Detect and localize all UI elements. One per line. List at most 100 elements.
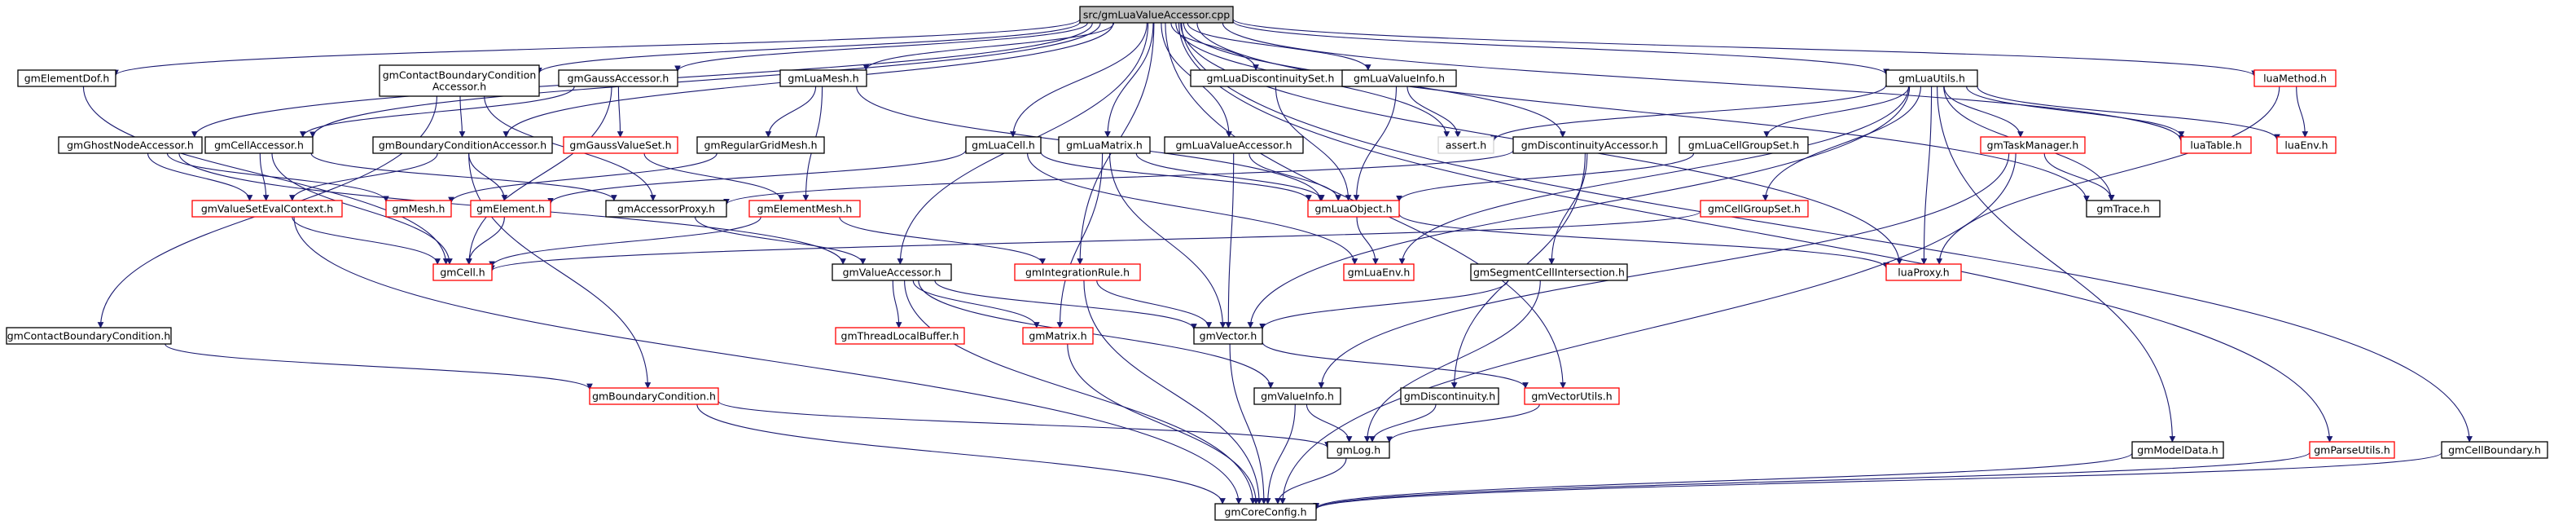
node-matrix[interactable]: gmMatrix.h [1022, 327, 1094, 345]
node-ghostNode[interactable]: gmGhostNodeAccessor.h [58, 136, 203, 154]
node-trace[interactable]: gmTrace.h [2086, 200, 2161, 218]
node-elementDof[interactable]: gmElementDof.h [17, 69, 116, 87]
node-label-luaValueInfo: gmLuaValueInfo.h [1354, 73, 1445, 85]
node-cellGroupSet[interactable]: gmCellGroupSet.h [1700, 200, 1809, 218]
edge-root-to-contactBCAcc [536, 21, 1081, 74]
node-luaDiscSet[interactable]: gmLuaDiscontinuitySet.h [1190, 69, 1351, 87]
node-elementMesh[interactable]: gmElementMesh.h [748, 200, 861, 218]
edge-segCell-to-log [1363, 280, 1541, 443]
node-luaProxy[interactable]: luaProxy.h [1885, 263, 1962, 281]
edge-root-to-luaCell [1009, 22, 1148, 138]
edge-accProxy-to-valueAcc [694, 216, 867, 265]
node-label-integRule: gmIntegrationRule.h [1025, 267, 1130, 279]
edge-root-to-parseUtils [1178, 22, 2333, 443]
node-luaCell[interactable]: gmLuaCell.h [965, 136, 1042, 154]
node-box-cellAcc [204, 136, 314, 154]
node-mesh[interactable]: gmMesh.h [385, 200, 452, 218]
node-log[interactable]: gmLog.h [1327, 441, 1390, 459]
node-box-gaussAcc [558, 69, 678, 87]
node-luaValueAcc[interactable]: gmLuaValueAccessor.h [1164, 136, 1304, 154]
edge-modelData-to-coreConfig [1313, 452, 2133, 509]
edge-luaUtils-to-vector [1247, 86, 1911, 328]
node-box-luaCellGroupSet [1679, 136, 1809, 154]
node-label-discAcc: gmDiscontinuityAccessor.h [1521, 139, 1658, 152]
node-label-luaCellGroupSet: gmLuaCellGroupSet.h [1688, 139, 1799, 152]
node-valueSetEval[interactable]: gmValueSetEvalContext.h [191, 200, 343, 218]
node-label-contactBCAcc: gmContactBoundaryCondition [383, 69, 537, 82]
edge-luaUtils-to-modelData [1937, 86, 2176, 443]
node-box-luaMatrix [1058, 136, 1151, 154]
node-luaValueInfo[interactable]: gmLuaValueInfo.h [1341, 69, 1457, 87]
node-luaMethod[interactable]: luaMethod.h [2253, 69, 2337, 87]
node-label-cellAcc: gmCellAccessor.h [214, 139, 304, 152]
node-bc[interactable]: gmBoundaryCondition.h [589, 387, 719, 405]
node-luaMesh[interactable]: gmLuaMesh.h [779, 69, 867, 87]
edge-bcAcc-to-valueSetEval [288, 152, 438, 201]
node-box-accProxy [605, 200, 727, 218]
node-box-contactBC [6, 327, 172, 345]
node-box-parseUtils [2309, 441, 2395, 459]
nodes-layer: src/gmLuaValueAccessor.cpp gmElementDof.h… [6, 6, 2548, 521]
node-bcAcc[interactable]: gmBoundaryConditionAccessor.h [372, 136, 553, 154]
node-coreConfig[interactable]: gmCoreConfig.h [1214, 503, 1317, 521]
node-luaUtils[interactable]: gmLuaUtils.h [1885, 69, 1978, 87]
node-label-valueAcc: gmValueAccessor.h [843, 267, 941, 279]
node-parseUtils[interactable]: gmParseUtils.h [2309, 441, 2395, 459]
node-modelData[interactable]: gmModelData.h [2131, 441, 2224, 459]
node-label-modelData: gmModelData.h [2137, 444, 2218, 456]
edge-parseUtils-to-coreConfig [1313, 452, 2311, 510]
edge-luaUtils-to-luaEnv [1398, 86, 1910, 265]
node-label-disc: gmDiscontinuity.h [1404, 390, 1495, 403]
node-valueAcc[interactable]: gmValueAccessor.h [832, 263, 952, 281]
node-luaCellGroupSet[interactable]: gmLuaCellGroupSet.h [1679, 136, 1809, 154]
edge-cellAcc-to-accProxy [310, 152, 617, 201]
node-vectorUtils[interactable]: gmVectorUtils.h [1524, 387, 1620, 405]
node-cellBoundary[interactable]: gmCellBoundary.h [2441, 441, 2548, 459]
edge-root-to-luaValueInfo [1187, 22, 1371, 71]
node-integRule[interactable]: gmIntegrationRule.h [1014, 263, 1141, 281]
node-luaObject[interactable]: gmLuaObject.h [1307, 200, 1400, 218]
node-disc[interactable]: gmDiscontinuity.h [1400, 387, 1499, 405]
node-box-contactBCAcc [379, 64, 540, 97]
edges-layer [82, 18, 2473, 510]
edge-luaUtils-to-taskManager [1943, 86, 2024, 138]
edge-gaussAcc-to-cell [466, 86, 612, 265]
node-box-vectorUtils [1524, 387, 1620, 405]
node-assert[interactable]: assert.h [1437, 136, 1494, 154]
edge-taskManager-to-valueInfo [1318, 152, 2010, 389]
node-luaMatrix[interactable]: gmLuaMatrix.h [1058, 136, 1151, 154]
node-luaTable[interactable]: luaTable.h [2180, 136, 2252, 154]
edge-root-to-trace [1196, 22, 2090, 202]
edge-root-to-luaUtils [1232, 20, 1889, 76]
node-vector[interactable]: gmVector.h [1193, 327, 1263, 345]
node-label-matrix: gmMatrix.h [1029, 330, 1086, 342]
node-gaussAcc[interactable]: gmGaussAccessor.h [558, 69, 678, 87]
node-cell[interactable]: gmCell.h [432, 263, 493, 281]
node-regGrid[interactable]: gmRegularGridMesh.h [696, 136, 825, 154]
node-threadLocal[interactable]: gmThreadLocalBuffer.h [835, 327, 965, 345]
edge-taskManager-to-coreConfig [1279, 152, 2016, 505]
node-element[interactable]: gmElement.h [470, 200, 551, 218]
node-label-luaEnvLower: luaEnv.h [2284, 139, 2328, 152]
node-luaEnv[interactable]: gmLuaEnv.h [1343, 263, 1415, 281]
node-luaEnvLower[interactable]: luaEnv.h [2276, 136, 2337, 154]
node-taskManager[interactable]: gmTaskManager.h [1980, 136, 2086, 154]
node-box-elementDof [17, 69, 116, 87]
edge-root-to-luaMesh [862, 22, 1115, 71]
edge-luaObject-to-luaProxy [1398, 213, 1889, 269]
node-box-luaObject [1307, 200, 1400, 218]
edge-luaUtils-to-assert [1490, 84, 1887, 142]
edge-luaCell-to-luaObject [1040, 152, 1312, 201]
node-root: src/gmLuaValueAccessor.cpp [1079, 6, 1234, 24]
node-valueInfo[interactable]: gmValueInfo.h [1253, 387, 1341, 405]
node-cellAcc[interactable]: gmCellAccessor.h [204, 136, 314, 154]
edge-contactBCAcc-to-bcAcc [459, 95, 466, 138]
node-segCell[interactable]: gmSegmentCellIntersection.h [1470, 263, 1628, 281]
node-contactBC[interactable]: gmContactBoundaryCondition.h [6, 327, 172, 345]
node-discAcc[interactable]: gmDiscontinuityAccessor.h [1512, 136, 1667, 154]
node-accProxy[interactable]: gmAccessorProxy.h [605, 200, 727, 218]
node-label-contactBCAcc: Accessor.h [432, 81, 486, 93]
node-label-vector: gmVector.h [1200, 330, 1257, 342]
node-gaussValueSet[interactable]: gmGaussValueSet.h [563, 136, 678, 154]
